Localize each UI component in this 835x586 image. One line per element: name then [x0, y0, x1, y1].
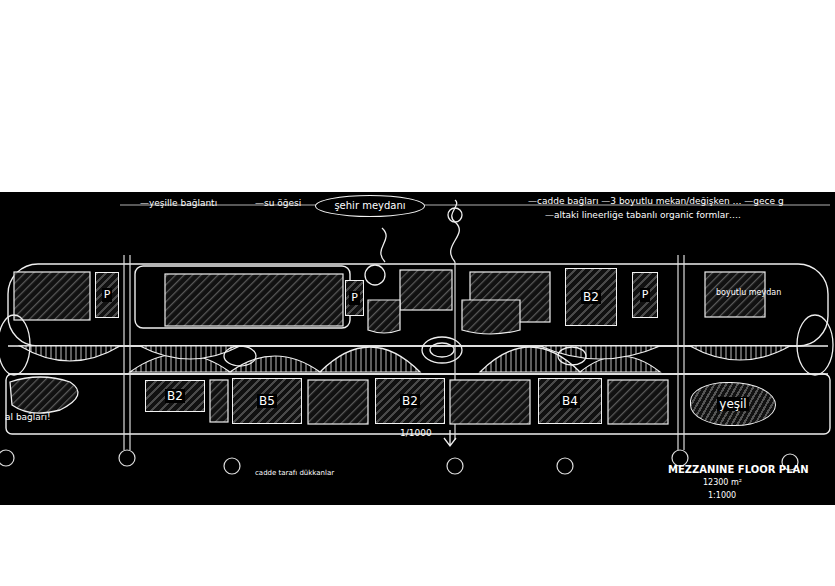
sketch-note: 1/1000	[400, 428, 432, 439]
sketch-note: —cadde bağları —3 boyutlu mekan/değişken…	[528, 196, 784, 207]
sketch-note: cadde tarafı dükkanlar	[255, 469, 334, 477]
sketch-note: —yeşille bağlantı	[140, 198, 217, 209]
sketch-note: 12300 m²	[703, 478, 742, 488]
block-label: yeşil	[717, 397, 748, 411]
circled-note: şehir meydanı	[315, 195, 425, 217]
plan-block: B2	[375, 378, 445, 424]
sketch-note: boyutlu meydan	[716, 288, 781, 298]
black-ground	[0, 192, 835, 505]
block-label: B5	[257, 394, 277, 408]
sketch-note: al bağları!	[5, 412, 51, 423]
block-label: P	[102, 288, 113, 301]
plan-block: B2	[145, 380, 205, 412]
plan-block: P	[345, 280, 364, 316]
plan-block: B2	[565, 268, 617, 326]
sketch-note: —su öğesi	[255, 198, 301, 209]
block-label: P	[349, 291, 360, 304]
sketch-note: MEZZANINE FLOOR PLAN	[668, 464, 809, 476]
plan-block: P	[95, 272, 119, 318]
block-label: B2	[400, 394, 420, 408]
sketch-note: 1:1000	[708, 491, 736, 501]
sketch-note: —altaki lineerliğe tabanlı organic forml…	[545, 210, 741, 221]
block-label: B2	[165, 389, 185, 403]
green-area: yeşil	[690, 382, 776, 426]
plan-block: B4	[538, 378, 602, 424]
plan-block: B5	[232, 378, 302, 424]
plan-block: P	[632, 272, 658, 318]
block-label: P	[640, 288, 651, 301]
block-label: şehir meydanı	[332, 200, 407, 212]
block-label: B4	[560, 394, 580, 408]
block-label: B2	[581, 290, 601, 304]
